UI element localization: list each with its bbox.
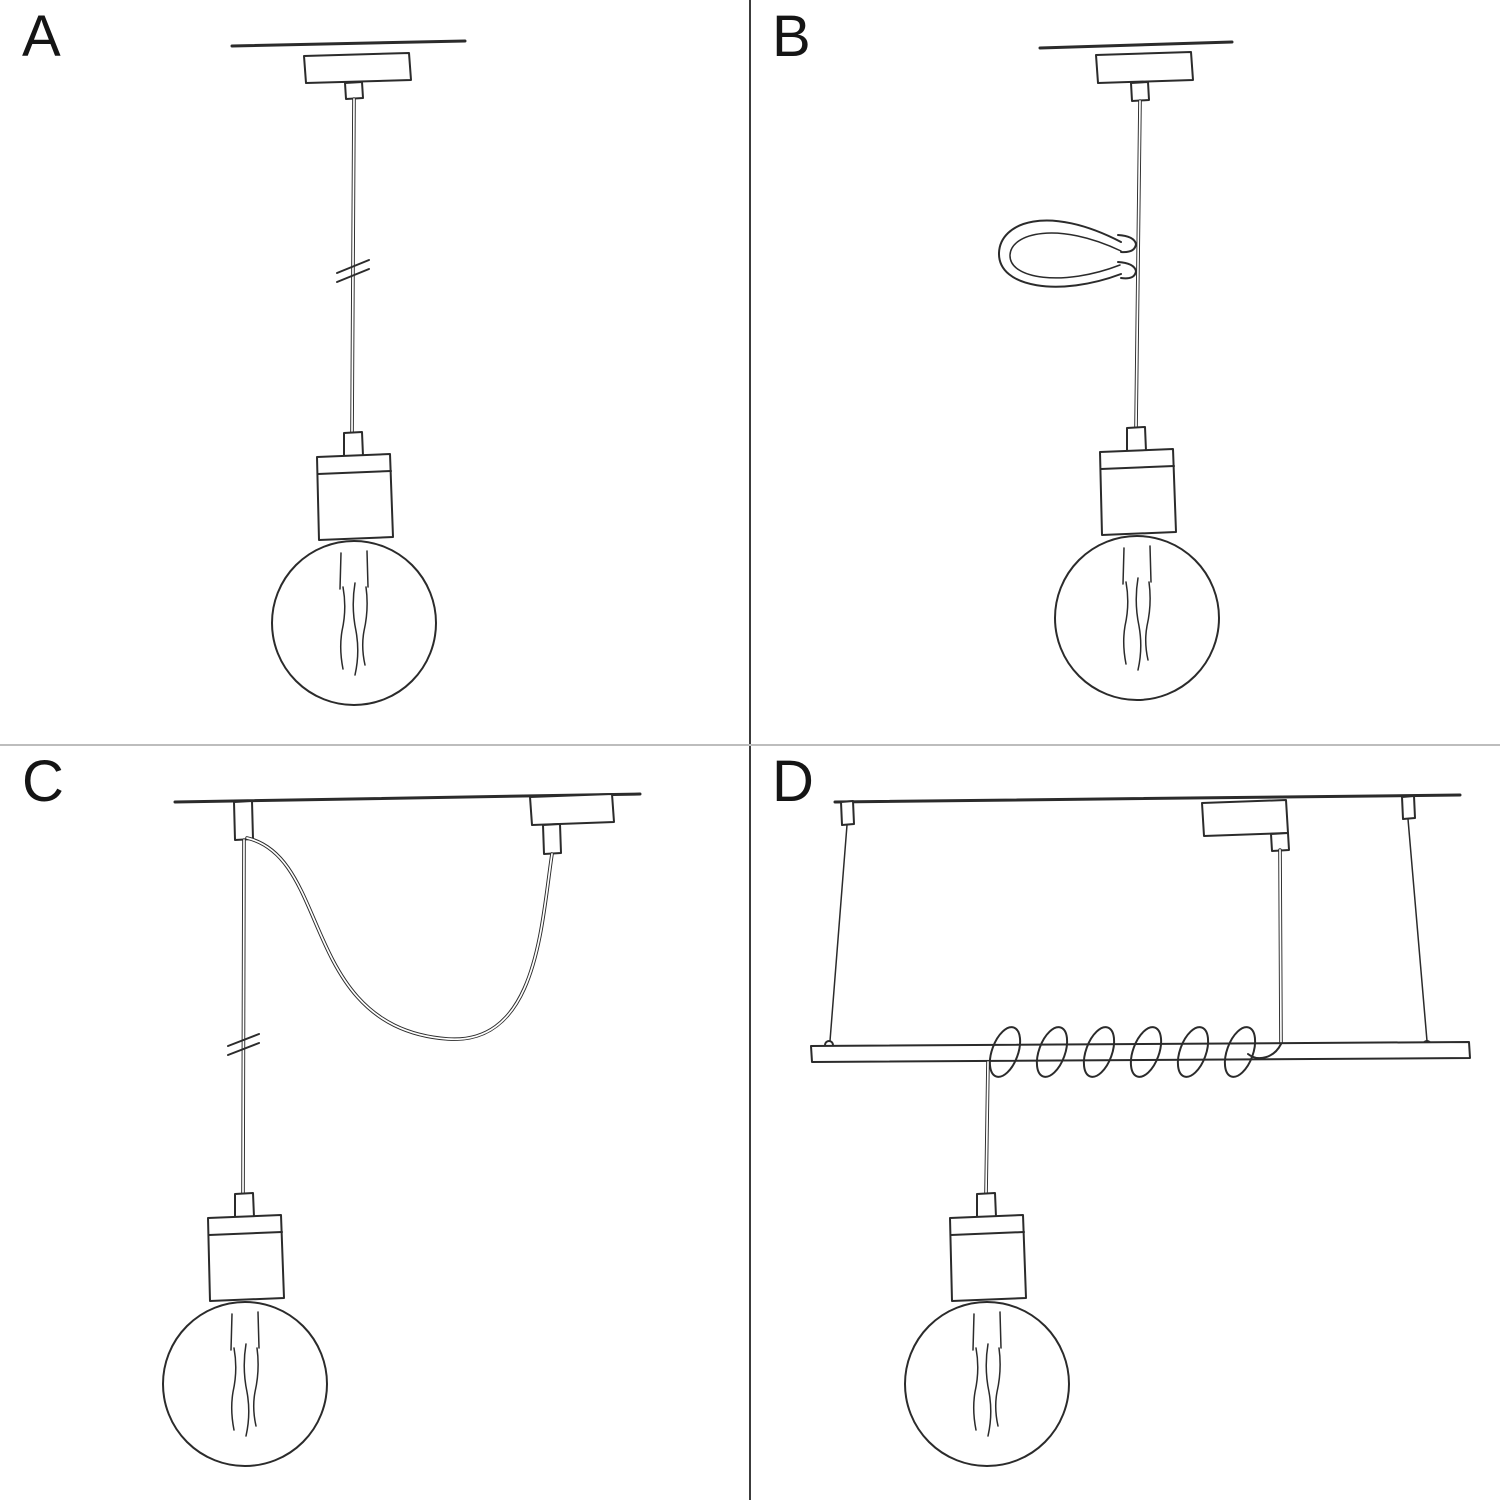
swag-cable (245, 836, 554, 1041)
divider-horizontal (0, 744, 1500, 746)
pendant-cable (241, 838, 246, 1196)
lamp-holder-and-bulb (271, 431, 437, 706)
cable-wraps-around-bar (988, 1026, 1282, 1078)
cable-gland (1130, 81, 1150, 102)
cable-gland (542, 823, 562, 855)
panel-a-label: A (22, 4, 62, 69)
ceiling-rose (303, 52, 412, 84)
sketch-d-suspended-bar-pendant-illustration (810, 793, 1471, 1467)
suspension-cables (824, 818, 1432, 1050)
cable-gland (344, 81, 364, 100)
cable-length-break-mark (336, 259, 370, 283)
panel-b: B (750, 0, 1500, 745)
lamp-holder-and-bulb (1054, 426, 1220, 701)
panel-d: D (750, 745, 1500, 1500)
lamp-holder-and-bulb (162, 1192, 328, 1467)
divider-vertical (749, 0, 751, 1500)
panel-c: C (0, 745, 750, 1500)
ceiling-rose (1095, 51, 1194, 84)
wooden-bar (810, 1041, 1471, 1063)
panel-b-label: B (772, 4, 812, 69)
ceiling-line (833, 793, 1462, 804)
lamp-holder-and-bulb (904, 1192, 1070, 1467)
left-ceiling-hook (840, 800, 855, 826)
panel-c-label: C (22, 749, 65, 814)
ceiling-line (230, 39, 467, 48)
right-ceiling-hook (1401, 795, 1416, 820)
sketch-a-straight-pendant-illustration (230, 39, 467, 706)
ceiling-hook-gland (233, 800, 254, 841)
center-feed-cable (1278, 848, 1283, 1046)
ceiling-line (1038, 40, 1234, 50)
pendant-cable (984, 1060, 990, 1196)
panel-d-label: D (772, 749, 815, 814)
cable-length-break-mark (227, 1033, 260, 1056)
cable-clip-loop (997, 219, 1137, 288)
pendant-cable (1134, 99, 1142, 430)
panel-a: A (0, 0, 750, 745)
ceiling-rose (1201, 799, 1289, 837)
cable-gland (1270, 832, 1290, 852)
sketch-c-swag-pendant-illustration (162, 792, 642, 1467)
ceiling-rose (529, 793, 615, 826)
sketch-b-pendant-with-cable-clip-illustration (997, 40, 1234, 701)
